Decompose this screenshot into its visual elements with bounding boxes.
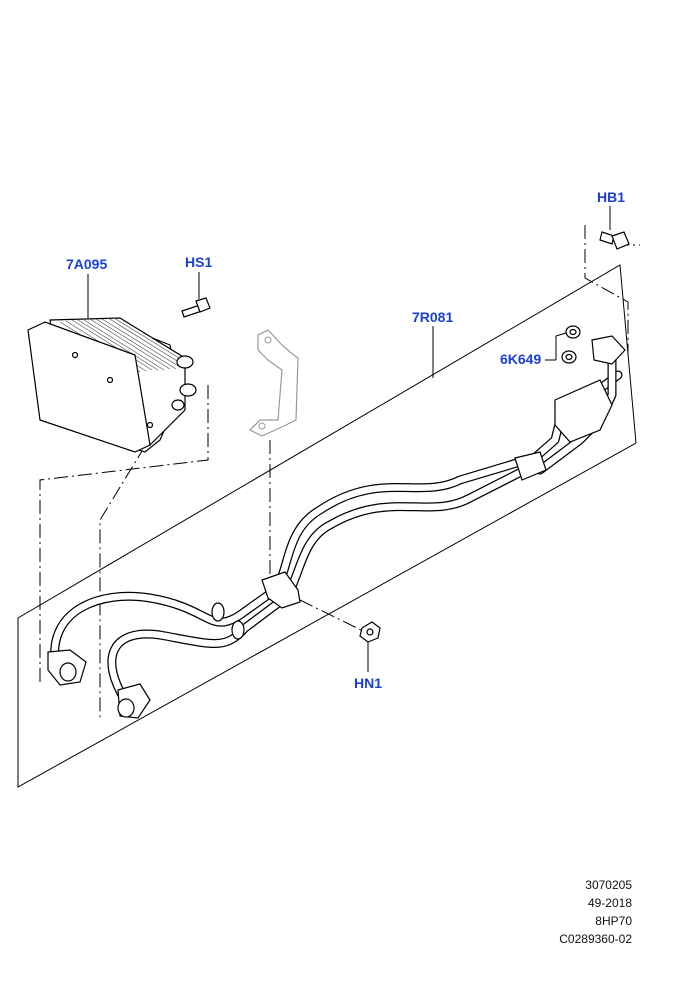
cooler-bolt: [181, 297, 211, 318]
seals: [561, 325, 581, 364]
reference-line-4: C0289360-02: [559, 932, 632, 946]
cooler-pipes: [47, 335, 626, 719]
bracket-bolt: [599, 231, 630, 250]
oil-cooler: [27, 317, 197, 453]
reference-line-3: 8HP70: [595, 914, 632, 928]
reference-block: 3070205 49-2018 8HP70 C0289360-02: [559, 878, 632, 946]
reference-line-2: 49-2018: [588, 896, 632, 910]
callout-oil-cooler: 7A095: [66, 256, 107, 272]
callout-bracket-bolt: HB1: [597, 189, 625, 205]
callout-seal: 6K649: [500, 351, 541, 367]
callout-cooler-bolt: HS1: [185, 254, 212, 270]
callout-pipe-assembly: 7R081: [412, 309, 453, 325]
reference-line-1: 3070205: [585, 878, 632, 892]
cooler-fins: [59, 317, 185, 373]
callout-nut: HN1: [354, 675, 382, 691]
assembly-frame: [17, 264, 637, 788]
leader-seals: [545, 332, 567, 361]
nut: [359, 621, 381, 643]
alignment-lines: [39, 225, 640, 720]
pipe-bracket: [248, 329, 299, 437]
